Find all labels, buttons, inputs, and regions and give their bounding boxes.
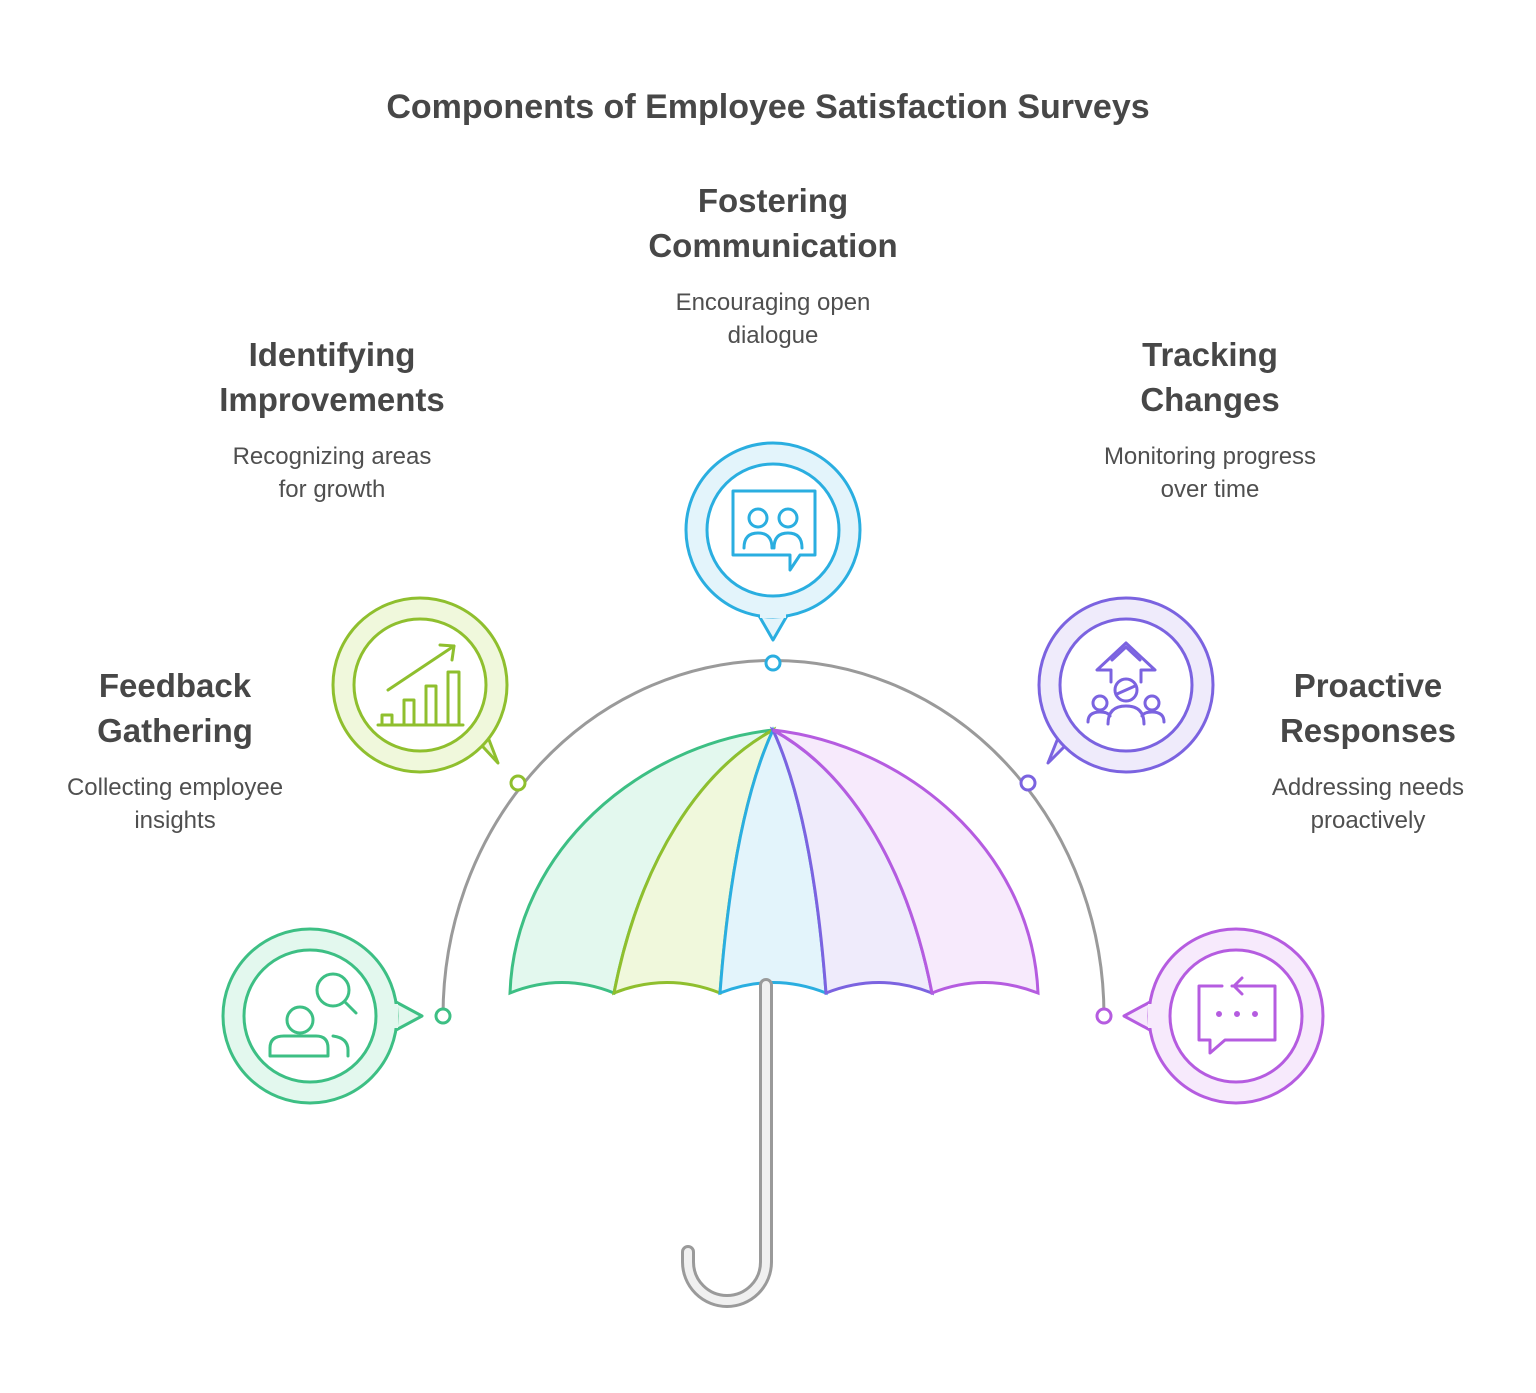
heading-line: Feedback bbox=[98, 667, 252, 704]
heading-line: Fostering bbox=[697, 182, 849, 219]
desc-tracking-changes: Monitoring progress over time bbox=[1010, 440, 1410, 506]
umbrella-canopy bbox=[508, 726, 1040, 996]
diagram-title: Components of Employee Satisfaction Surv… bbox=[386, 88, 1150, 126]
heading-line: Identifying bbox=[248, 336, 416, 373]
block-tracking-changes: Tracking Changes Monitoring progress ove… bbox=[1010, 332, 1410, 506]
heading-line: Responses bbox=[1279, 712, 1457, 749]
bar-chart-growth-icon bbox=[376, 643, 465, 727]
desc-fostering-communication: Encouraging open dialogue bbox=[573, 286, 973, 352]
heading-identifying-improvements: Identifying Improvements bbox=[132, 332, 532, 422]
arc-dot-2 bbox=[509, 774, 527, 792]
bubble-tracking-changes bbox=[1037, 596, 1215, 774]
desc-line: insights bbox=[134, 807, 216, 834]
desc-line: for growth bbox=[278, 476, 386, 503]
heading-fostering-communication: Fostering Communication bbox=[573, 178, 973, 268]
heading-feedback-gathering: Feedback Gathering bbox=[15, 663, 335, 753]
heading-line: Proactive bbox=[1293, 667, 1443, 704]
block-fostering-communication: Fostering Communication Encouraging open… bbox=[573, 178, 973, 352]
arc-dot-5 bbox=[1095, 1007, 1113, 1025]
desc-line: over time bbox=[1160, 476, 1260, 503]
desc-line: Monitoring progress bbox=[1103, 443, 1317, 470]
heading-line: Tracking bbox=[1142, 336, 1278, 373]
heading-proactive-responses: Proactive Responses bbox=[1210, 663, 1526, 753]
bubble-feedback-gathering bbox=[221, 927, 424, 1105]
block-proactive-responses: Proactive Responses Addressing needs pro… bbox=[1210, 663, 1526, 837]
desc-line: Encouraging open bbox=[675, 289, 871, 316]
desc-line: dialogue bbox=[727, 322, 819, 349]
desc-identifying-improvements: Recognizing areas for growth bbox=[132, 440, 532, 506]
desc-feedback-gathering: Collecting employee insights bbox=[15, 771, 335, 837]
umbrella-handle bbox=[684, 981, 770, 1305]
arc-dot-3 bbox=[764, 654, 782, 672]
heading-line: Communication bbox=[648, 227, 898, 264]
heading-tracking-changes: Tracking Changes bbox=[1010, 332, 1410, 422]
desc-line: Collecting employee bbox=[66, 774, 284, 801]
heading-line: Gathering bbox=[97, 712, 253, 749]
canopy-panel-5 bbox=[772, 728, 1040, 996]
bubble-fostering-communication bbox=[684, 441, 862, 642]
user-search-icon bbox=[268, 972, 358, 1058]
heading-line: Improvements bbox=[219, 381, 445, 418]
desc-line: Recognizing areas bbox=[232, 443, 432, 470]
chat-people-icon bbox=[731, 489, 817, 572]
desc-line: Addressing needs bbox=[1271, 774, 1465, 801]
bubble-identifying-improvements bbox=[331, 596, 509, 774]
arc-dot-4 bbox=[1019, 774, 1037, 792]
message-refresh-icon bbox=[1197, 976, 1277, 1055]
team-progress-icon bbox=[1086, 641, 1166, 726]
block-identifying-improvements: Identifying Improvements Recognizing are… bbox=[132, 332, 532, 506]
desc-proactive-responses: Addressing needs proactively bbox=[1210, 771, 1526, 837]
bubble-proactive-responses bbox=[1122, 927, 1325, 1105]
arc-dot-1 bbox=[434, 1007, 452, 1025]
desc-line: proactively bbox=[1310, 807, 1426, 834]
umbrella-handle-outline bbox=[681, 978, 773, 1308]
block-feedback-gathering: Feedback Gathering Collecting employee i… bbox=[15, 663, 335, 837]
heading-line: Changes bbox=[1140, 381, 1280, 418]
